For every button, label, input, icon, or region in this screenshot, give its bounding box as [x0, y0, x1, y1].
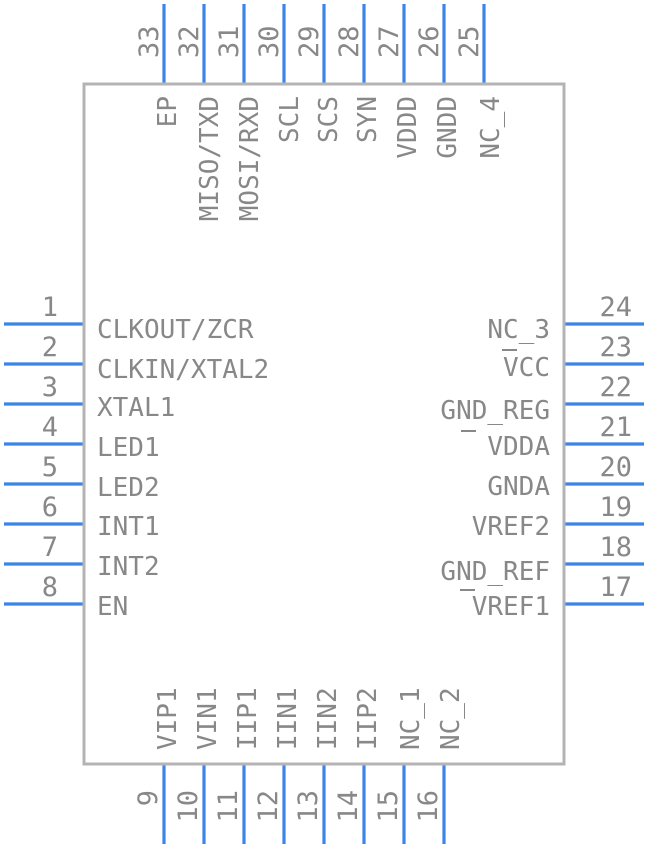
- pin-name-13: IIN2: [313, 687, 343, 750]
- pin-number-5: 5: [42, 452, 58, 483]
- pin-number-12: 12: [253, 790, 284, 823]
- pin-name-3: XTAL1: [97, 393, 175, 423]
- pin-name-7: INT2: [97, 552, 160, 582]
- pin-name-31: MOSI/RXD: [235, 96, 265, 221]
- pin-name-25: NC_4: [476, 96, 506, 159]
- pin-number-9: 9: [133, 790, 164, 806]
- pin-number-4: 4: [42, 412, 58, 443]
- pin-number-31: 31: [214, 25, 245, 58]
- pin-name-27: VDDD: [393, 96, 423, 159]
- pin-name-17: VREF1: [472, 592, 550, 622]
- pin-name-22: GND_REG: [440, 396, 550, 426]
- pin-number-8: 8: [42, 572, 58, 603]
- pin-number-21: 21: [599, 412, 632, 443]
- pin-name-14: IIP2: [353, 687, 383, 750]
- pin-name-1: CLKOUT/ZCR: [97, 315, 254, 345]
- left-pin-group: 1 2 3 4 5 6 7 8 CLKOUT/ZCR CLKIN/XTAL2 X…: [42, 292, 269, 622]
- pin-name-30: SCL: [275, 96, 305, 143]
- pin-number-10: 10: [173, 790, 204, 823]
- pin-name-18: GND_REF: [440, 557, 550, 587]
- pin-number-16: 16: [413, 790, 444, 823]
- pin-name-24: NC_3: [487, 315, 550, 345]
- pin-name-33: EP: [153, 96, 183, 127]
- pin-number-11: 11: [213, 790, 244, 823]
- pin-lines: [4, 4, 644, 844]
- pin-number-20: 20: [599, 452, 632, 483]
- pin-name-12: IIN1: [273, 687, 303, 750]
- pin-name-2: CLKIN/XTAL2: [97, 355, 269, 385]
- pin-number-6: 6: [42, 492, 58, 523]
- pin-name-29: SCS: [314, 96, 344, 143]
- pin-number-29: 29: [294, 25, 325, 58]
- pin-name-16: NC_2: [436, 687, 466, 750]
- pin-name-10: VIN1: [193, 687, 223, 750]
- pin-name-28: SYN: [353, 96, 383, 143]
- pin-number-25: 25: [454, 25, 485, 58]
- pin-number-3: 3: [42, 372, 58, 403]
- pin-number-27: 27: [374, 25, 405, 58]
- pin-name-23: VCC: [503, 353, 550, 383]
- pin-name-6: INT1: [97, 512, 160, 542]
- bottom-pin-group: 9 10 11 12 13 14 15 16 VIP1 VIN1 IIP1 II…: [133, 687, 466, 822]
- pin-number-15: 15: [373, 790, 404, 823]
- pin-number-32: 32: [174, 25, 205, 58]
- right-pin-group: 24 23 22 21 20 19 18 17 NC_3 VCC GND_REG…: [440, 292, 632, 622]
- pin-number-1: 1: [42, 292, 58, 323]
- pin-number-30: 30: [254, 25, 285, 58]
- pin-number-26: 26: [414, 25, 445, 58]
- pin-name-5: LED2: [97, 473, 160, 503]
- pin-name-9: VIP1: [153, 687, 183, 750]
- top-pin-group: 33 32 31 30 29 28 27 26 25 EP MISO/TXD M…: [134, 25, 506, 221]
- pin-number-17: 17: [599, 572, 632, 603]
- pin-number-13: 13: [293, 790, 324, 823]
- pin-name-4: LED1: [97, 433, 160, 463]
- pin-name-8: EN: [97, 592, 128, 622]
- pin-number-18: 18: [599, 532, 632, 563]
- pin-number-19: 19: [599, 492, 632, 523]
- pin-name-32: MISO/TXD: [195, 96, 225, 221]
- pin-name-26: GNDD: [433, 96, 463, 159]
- package-body: [82, 82, 566, 766]
- pin-name-21: VDDA: [487, 432, 550, 462]
- pin-number-28: 28: [334, 25, 365, 58]
- pin-name-20: GNDA: [487, 472, 550, 502]
- pin-number-23: 23: [599, 332, 632, 363]
- pin-number-33: 33: [134, 25, 165, 58]
- pin-name-15: NC_1: [396, 687, 426, 750]
- pin-number-2: 2: [42, 332, 58, 363]
- pin-number-24: 24: [599, 292, 632, 323]
- pin-number-7: 7: [42, 532, 58, 563]
- pin-name-19: VREF2: [472, 512, 550, 542]
- pin-number-22: 22: [599, 372, 632, 403]
- pin-number-14: 14: [333, 790, 364, 823]
- pin-name-11: IIP1: [233, 687, 263, 750]
